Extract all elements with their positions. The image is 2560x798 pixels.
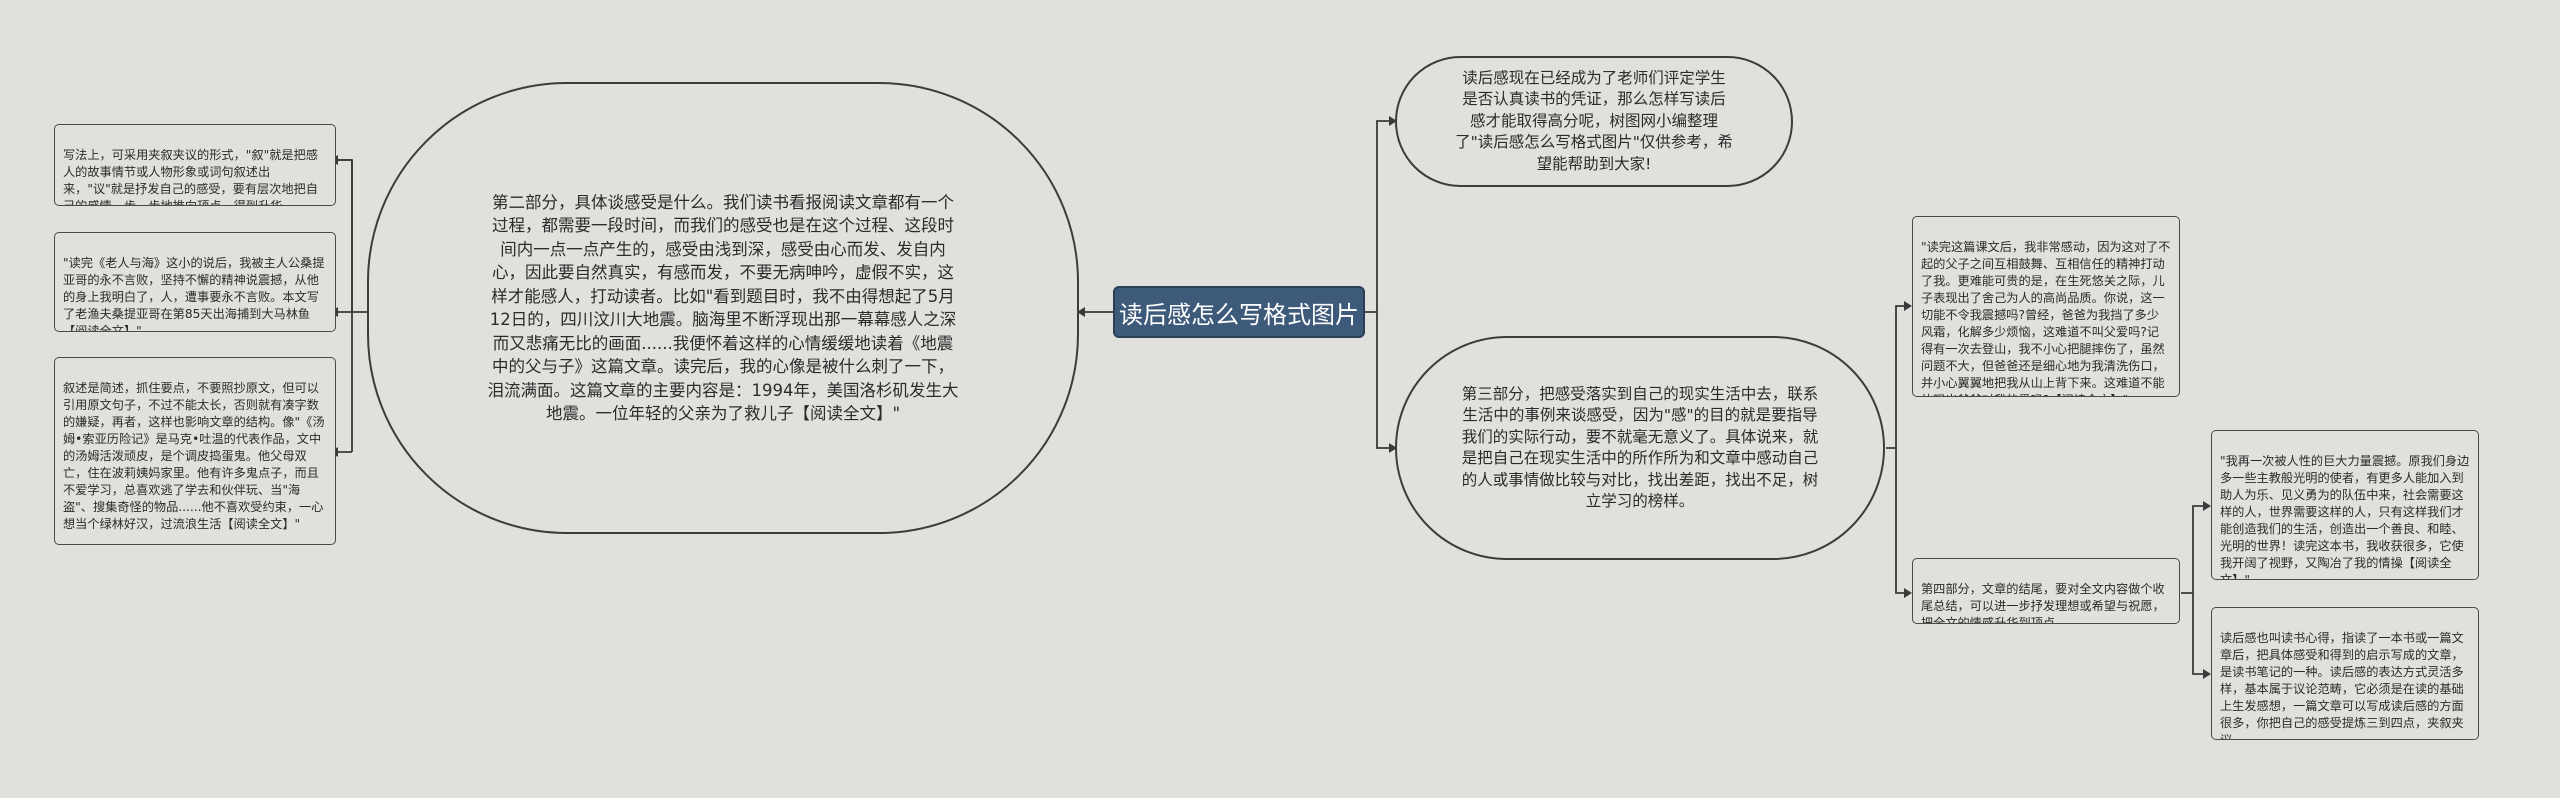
note-definition-text: 读后感也叫读书心得，指读了一本书或一篇文章后，把具体感受和得到的启示写成的文章，… [2220,631,2464,740]
root-topic[interactable]: 读后感怎么写格式图片 [1113,286,1365,338]
part2-text: 第二部分，具体谈感受是什么。我们读书看报阅读文章都有一个过程，都需要一段时间，而… [487,192,959,424]
note-tom-sawyer[interactable]: 叙述是简述，抓住要点，不要照抄原文，但可以引用原文句子，不过不能太长，否则就有凑… [54,357,336,545]
note-writing-method-text: 写法上，可采用夹叙夹议的形式，"叙"就是把感人的故事情节或人物形象或词句叙述出来… [63,148,318,206]
note-old-man-sea-text: "读完《老人与海》这小的说后，我被主人公桑提亚哥的永不言败，坚持不懈的精神说震撼… [63,256,325,332]
intro-node[interactable]: 读后感现在已经成为了老师们评定学生是否认真读书的凭证，那么怎样写读后感才能取得高… [1395,56,1793,187]
note-writing-method[interactable]: 写法上，可采用夹叙夹议的形式，"叙"就是把感人的故事情节或人物形象或词句叙述出来… [54,124,336,206]
note-tom-sawyer-text: 叙述是简述，抓住要点，不要照抄原文，但可以引用原文句子，不过不能太长，否则就有凑… [63,381,325,531]
part3-node[interactable]: 第三部分，把感受落实到自己的现实生活中去，联系生活中的事例来谈感受，因为"感"的… [1395,336,1885,560]
part2-node[interactable]: 第二部分，具体谈感受是什么。我们读书看报阅读文章都有一个过程，都需要一段时间，而… [367,82,1079,534]
note-father-son-text: "读完这篇课文后，我非常感动，因为这对了不起的父子之间互相鼓舞、互相信任的精神打… [1921,240,2171,396]
note-old-man-sea[interactable]: "读完《老人与海》这小的说后，我被主人公桑提亚哥的永不言败，坚持不懈的精神说震撼… [54,232,336,332]
part3-text: 第三部分，把感受落实到自己的现实生活中去，联系生活中的事例来谈感受，因为"感"的… [1461,384,1819,511]
note-humanity[interactable]: "我再一次被人性的巨大力量震撼。原我们身边多一些主教般光明的使者，有更多人能加入… [2211,430,2479,580]
part4-text: 第四部分，文章的结尾，要对全文内容做个收尾总结，可以进一步抒发理想或希望与祝愿，… [1921,582,2165,624]
part4-node[interactable]: 第四部分，文章的结尾，要对全文内容做个收尾总结，可以进一步抒发理想或希望与祝愿，… [1912,558,2180,624]
note-father-son[interactable]: "读完这篇课文后，我非常感动，因为这对了不起的父子之间互相鼓舞、互相信任的精神打… [1912,216,2180,397]
note-definition[interactable]: 读后感也叫读书心得，指读了一本书或一篇文章后，把具体感受和得到的启示写成的文章，… [2211,607,2479,740]
note-humanity-text: "我再一次被人性的巨大力量震撼。原我们身边多一些主教般光明的使者，有更多人能加入… [2220,454,2470,580]
intro-text: 读后感现在已经成为了老师们评定学生是否认真读书的凭证，那么怎样写读后感才能取得高… [1455,68,1733,173]
